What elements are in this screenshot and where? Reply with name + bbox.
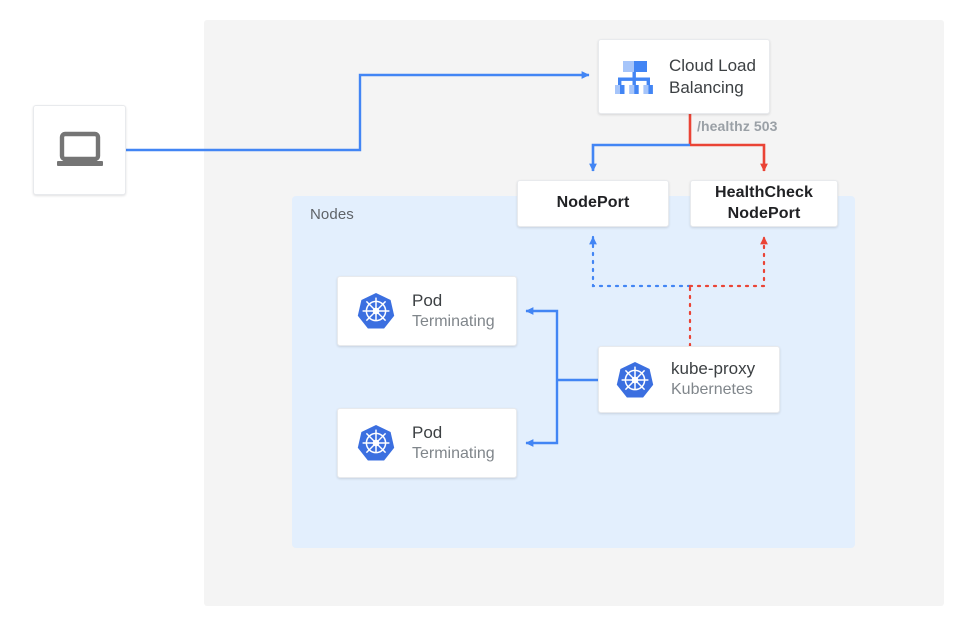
- pod-node-1[interactable]: Pod Terminating: [337, 276, 517, 346]
- pod-node-1-labels: Pod Terminating: [412, 290, 495, 332]
- cloud-load-balancing-icon: [613, 57, 655, 97]
- healthcheck-nodeport-label-line2: NodePort: [727, 204, 801, 222]
- cloud-load-balancing-title-line1: Cloud Load: [669, 55, 756, 75]
- kube-proxy-node[interactable]: kube-proxy Kubernetes: [598, 346, 780, 413]
- kubernetes-icon: [356, 423, 396, 463]
- healthcheck-nodeport-label-line1: HealthCheck: [714, 183, 814, 201]
- cloud-load-balancing-title-line2: Balancing: [669, 77, 744, 97]
- kube-proxy-subtitle: Kubernetes: [671, 381, 753, 399]
- pod-node-2-title: Pod: [412, 422, 443, 442]
- client-node[interactable]: [33, 105, 126, 195]
- kube-proxy-title: kube-proxy: [671, 359, 756, 379]
- cloud-load-balancing-labels: Cloud Load Balancing: [669, 55, 756, 99]
- pod-node-2-labels: Pod Terminating: [412, 422, 495, 464]
- healthz-edge-label: /healthz 503: [697, 118, 778, 134]
- cloud-load-balancing-node[interactable]: Cloud Load Balancing: [598, 39, 770, 114]
- laptop-icon: [54, 130, 106, 170]
- kubernetes-icon: [356, 291, 396, 331]
- nodeport-node[interactable]: NodePort: [517, 180, 669, 227]
- pod-node-1-subtitle: Terminating: [412, 312, 495, 330]
- pod-node-2-subtitle: Terminating: [412, 444, 495, 462]
- healthcheck-nodeport-node[interactable]: HealthCheck NodePort: [690, 180, 838, 227]
- nodeport-label: NodePort: [556, 194, 630, 212]
- healthcheck-nodeport-labels: HealthCheck NodePort: [715, 183, 813, 225]
- kubernetes-icon: [615, 360, 655, 400]
- pod-node-2[interactable]: Pod Terminating: [337, 408, 517, 478]
- kube-proxy-labels: kube-proxy Kubernetes: [671, 358, 755, 400]
- nodes-panel-label: Nodes: [310, 206, 354, 223]
- pod-node-1-title: Pod: [412, 290, 443, 310]
